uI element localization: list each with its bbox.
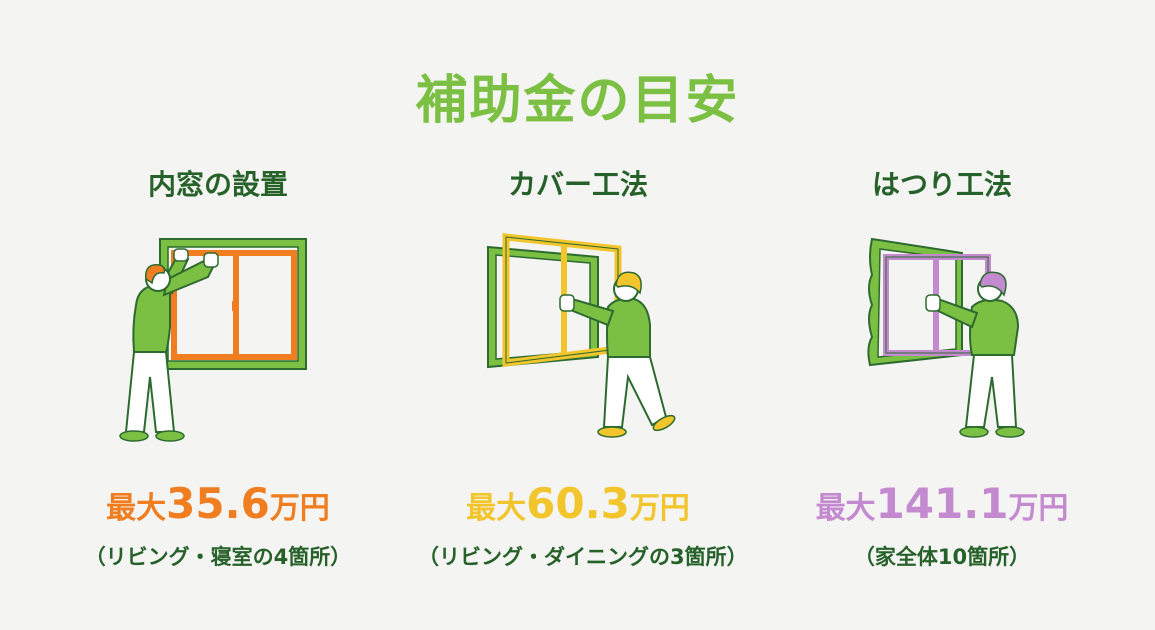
method-card-cover: カバー工法 最大60.3万円 （リビング・ダイニングの3箇所）: [418, 165, 748, 571]
method-heading: はつり工法: [871, 168, 1012, 201]
subsidy-amount: 最大35.6万円: [106, 479, 330, 528]
hatsuri-window-illustration-icon: [832, 227, 1052, 452]
cover-window-illustration-icon: [468, 227, 688, 452]
amount-note: （リビング・ダイニングの3箇所）: [418, 545, 748, 569]
method-card-hatsuri: はつり工法 最大141.1万円 （家全体10箇所）: [782, 165, 1102, 571]
method-card-inner-window: 内窓の設置 最大35.6万円 （リビング・寝室の4箇所）: [58, 165, 378, 571]
method-heading: カバー工法: [507, 168, 648, 201]
method-heading: 内窓の設置: [147, 168, 288, 201]
amount-note: （家全体10箇所）: [853, 545, 1031, 569]
subsidy-amount: 最大60.3万円: [466, 479, 690, 528]
amount-note: （リビング・寝室の4箇所）: [84, 545, 352, 569]
inner-window-illustration-icon: [108, 227, 328, 452]
page-title: 補助金の目安: [415, 71, 740, 131]
amount-value: 35.6: [166, 479, 270, 528]
amount-value: 141.1: [875, 479, 1009, 528]
amount-value: 60.3: [526, 479, 630, 528]
subsidy-amount: 最大141.1万円: [815, 479, 1069, 528]
